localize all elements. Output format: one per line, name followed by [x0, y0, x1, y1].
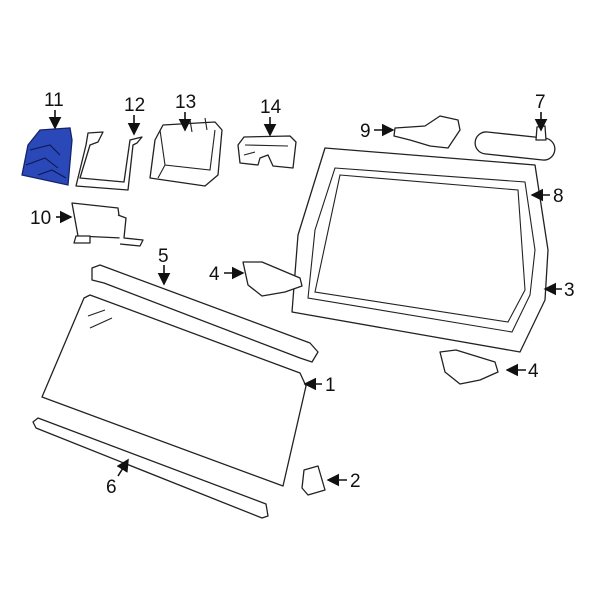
callout-12: 12 — [124, 95, 145, 116]
part-13[interactable] — [149, 117, 223, 187]
callout-9: 9 — [360, 121, 371, 142]
callout-4a: 4 — [209, 264, 220, 285]
part-2[interactable] — [301, 465, 326, 496]
callout-10: 10 — [30, 208, 51, 229]
callout-13: 13 — [175, 92, 196, 113]
callout-3: 3 — [564, 280, 575, 301]
part-14[interactable] — [237, 135, 297, 169]
part-4-upper[interactable] — [242, 261, 303, 297]
callout-4b: 4 — [528, 361, 539, 382]
part-12[interactable] — [75, 131, 143, 191]
part-4-lower[interactable] — [439, 349, 499, 385]
callout-6: 6 — [106, 477, 117, 498]
part-1[interactable] — [41, 294, 307, 487]
callout-7: 7 — [535, 92, 546, 113]
callout-arrows — [48, 110, 562, 487]
callout-5: 5 — [158, 246, 169, 267]
part-6[interactable] — [32, 417, 269, 519]
callout-11: 11 — [44, 90, 64, 111]
part-9[interactable] — [393, 115, 461, 149]
part-10[interactable] — [71, 202, 144, 247]
part-3[interactable] — [291, 147, 549, 353]
callout-14: 14 — [260, 97, 282, 118]
part-5[interactable] — [91, 264, 319, 363]
callout-1: 1 — [325, 375, 336, 396]
callout-8: 8 — [553, 186, 564, 207]
callout-2: 2 — [350, 471, 361, 492]
part-7[interactable] — [474, 125, 556, 161]
part-11[interactable] — [21, 127, 73, 186]
